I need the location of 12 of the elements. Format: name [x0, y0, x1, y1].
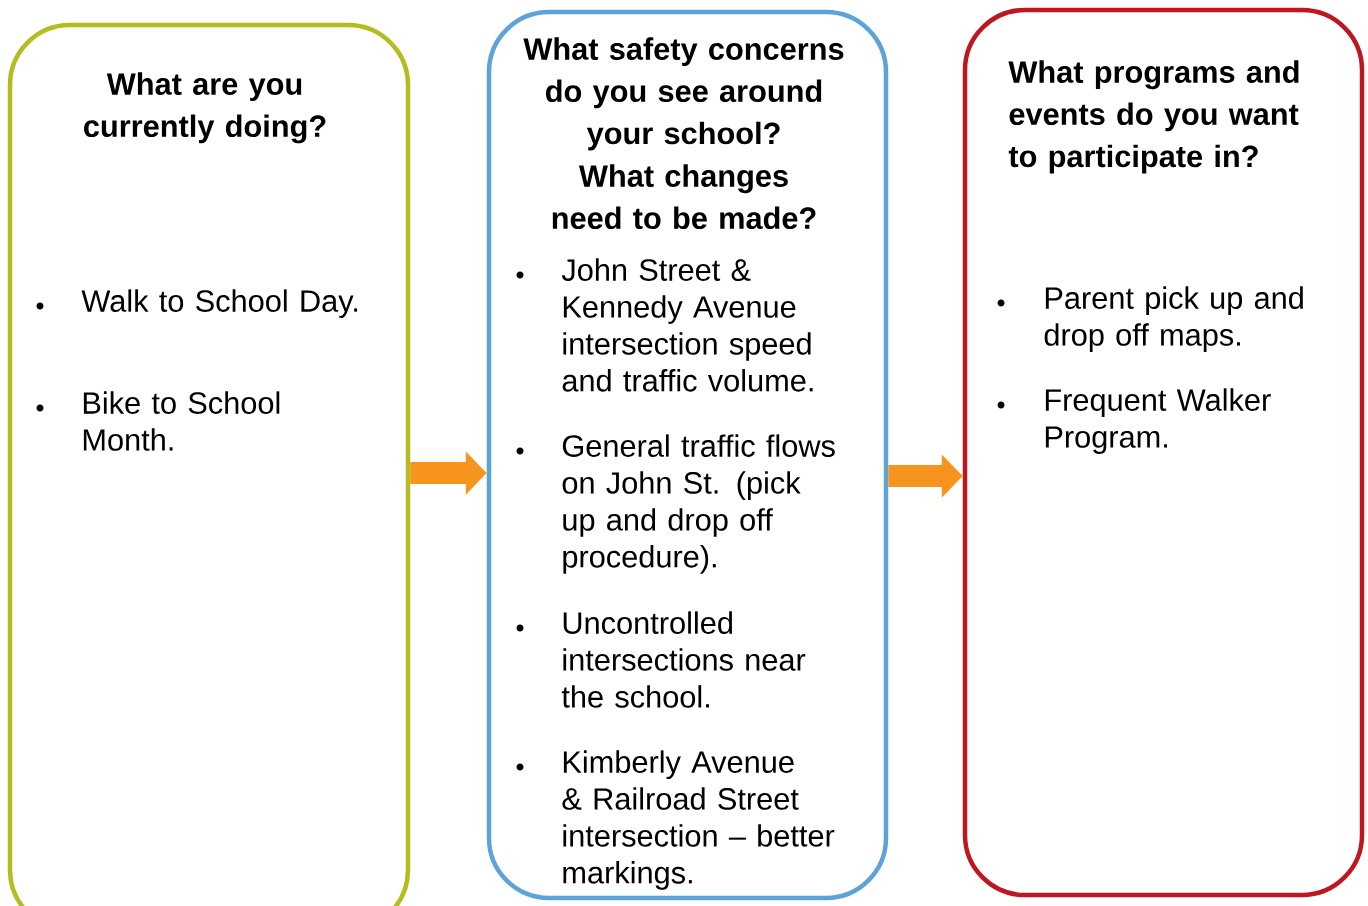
bullet-item: General traffic flows on John St. (pick up and drop off procedure).: [516, 434, 835, 574]
bullet-item: John Street & Kennedy Avenue intersection speed and traffic volume.: [516, 258, 813, 392]
bullet-item: Uncontrolled intersections near the school.: [516, 611, 806, 708]
bullet-item: Parent pick up and drop off maps.: [997, 286, 1303, 352]
bullet-item: Frequent Walker Program.: [997, 388, 1271, 454]
heading: What safety concerns do you see around your school?: [523, 37, 844, 151]
bullet-item: Bike to School Month.: [36, 391, 280, 451]
heading: What are you currently doing?: [84, 72, 326, 144]
bullet-item: Walk to School Day.: [36, 289, 358, 319]
bullet-item: Kimberly Avenue & Railroad Street intersection – better markings.: [516, 750, 835, 890]
heading: What changes need to be made?: [552, 164, 816, 230]
heading: What programs and events do you want to participate in?: [1008, 60, 1299, 174]
